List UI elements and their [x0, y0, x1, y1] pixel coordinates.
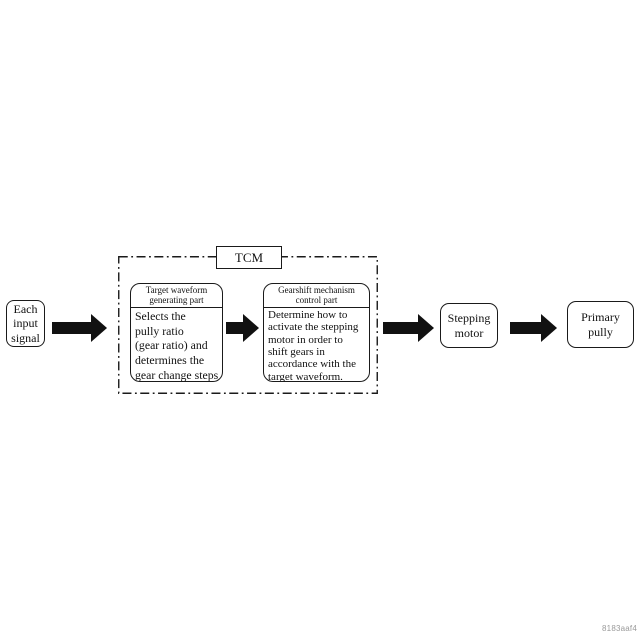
figure-code: 8183aaf4 — [602, 624, 637, 633]
arrow-head-icon — [418, 313, 434, 342]
arrow-shaft — [510, 321, 541, 334]
flow-arrow-input-to-tcm — [52, 313, 107, 342]
arrow-shaft — [226, 321, 243, 334]
box-gearshift-body: Determine how to activate the stepping m… — [268, 308, 359, 382]
flow-arrow-tcm-to-stepping-motor — [383, 313, 434, 342]
box-target-waveform-title: Target waveform generating part — [131, 284, 222, 308]
arrow-head-icon — [243, 313, 259, 342]
box-target-waveform-generating-part: Target waveform generating part Selects … — [130, 283, 223, 382]
node-each-input-signal: Each input signal — [6, 300, 45, 347]
tcm-label-box: TCM — [216, 246, 282, 269]
box-gearshift-mechanism-control-part: Gearshift mechanism control part Determi… — [263, 283, 370, 382]
flow-arrow-target-to-gearshift — [226, 313, 259, 342]
tcm-label: TCM — [234, 249, 264, 265]
arrow-shaft — [52, 321, 91, 334]
node-stepping-motor-label: Stepping motor — [447, 311, 491, 340]
node-each-input-signal-label: Each input signal — [11, 302, 40, 345]
node-primary-pully: Primary pully — [567, 301, 634, 348]
node-stepping-motor: Stepping motor — [440, 303, 498, 348]
arrow-head-icon — [91, 313, 107, 342]
box-target-waveform-body: Selects the pully ratio (gear ratio) and… — [135, 308, 219, 382]
flow-arrow-stepping-motor-to-primary-pully — [510, 313, 557, 342]
box-gearshift-title: Gearshift mechanism control part — [264, 284, 369, 308]
node-primary-pully-label: Primary pully — [581, 310, 620, 339]
arrow-head-icon — [541, 313, 557, 342]
arrow-shaft — [383, 321, 418, 334]
